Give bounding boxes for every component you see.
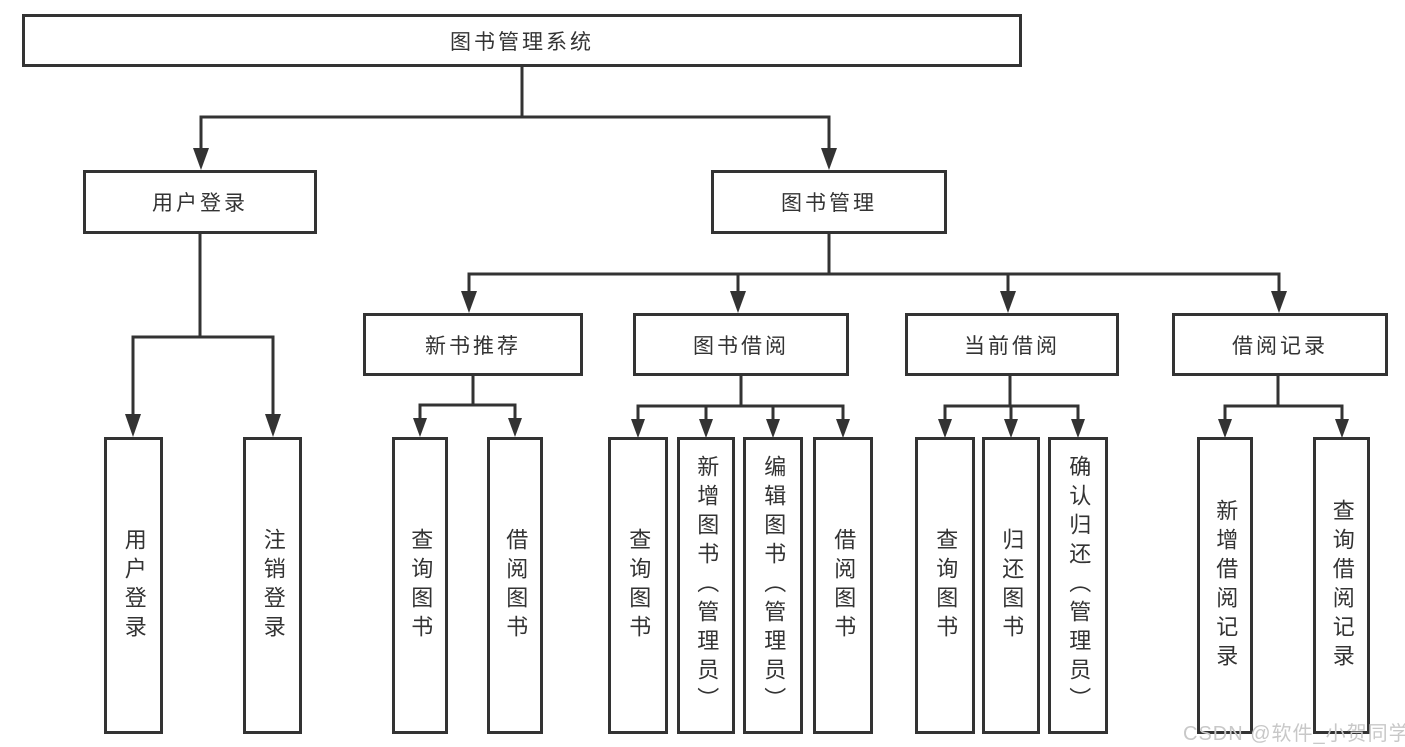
node-current-borrowing-label: 当前借阅 [964,334,1060,358]
leaf-bb-query-books-label: 查询图书 [626,527,652,644]
leaf-bb-borrow-books: 借阅图书 [813,437,873,734]
leaf-cb-confirm-return-admin: 确认归还（管理员） [1048,437,1108,734]
tree-edges [131,67,1344,421]
leaf-br-add-record-label: 新增借阅记录 [1213,498,1239,673]
leaf-nb-borrow-books: 借阅图书 [487,437,543,734]
node-book-management: 图书管理 [711,170,947,234]
node-root: 图书管理系统 [22,14,1022,67]
leaf-br-query-record-label: 查询借阅记录 [1329,498,1355,673]
leaf-nb-borrow-books-label: 借阅图书 [503,527,529,644]
node-user-login-label: 用户登录 [152,192,248,215]
node-borrowing-records: 借阅记录 [1172,313,1388,376]
leaf-nb-query-books-label: 查询图书 [408,527,434,644]
node-book-borrowing: 图书借阅 [633,313,849,376]
leaf-br-add-record: 新增借阅记录 [1197,437,1253,734]
leaf-bb-borrow-books-label: 借阅图书 [831,527,857,644]
leaf-bb-add-books-admin: 新增图书（管理员） [677,437,735,734]
node-book-management-label: 图书管理 [781,192,877,215]
leaf-bb-add-books-admin-label: 新增图书（管理员） [694,455,720,716]
node-user-login: 用户登录 [83,170,317,234]
leaf-br-query-record: 查询借阅记录 [1313,437,1370,734]
leaf-logout: 注销登录 [243,437,302,734]
leaf-cb-return-books-label: 归还图书 [999,527,1025,644]
arrow-heads [125,148,1349,438]
leaf-user-login-label: 用户登录 [121,527,147,644]
node-root-label: 图书管理系统 [450,30,594,54]
leaf-cb-query-books: 查询图书 [915,437,975,734]
leaf-bb-edit-books-admin: 编辑图书（管理员） [743,437,803,734]
node-borrowing-records-label: 借阅记录 [1232,334,1328,358]
leaf-bb-query-books: 查询图书 [608,437,668,734]
node-current-borrowing: 当前借阅 [905,313,1119,376]
leaf-bb-edit-books-admin-label: 编辑图书（管理员） [761,455,787,716]
leaf-cb-return-books: 归还图书 [982,437,1040,734]
watermark: CSDN @软件_小贺同学 [1183,723,1405,745]
leaf-user-login: 用户登录 [104,437,163,734]
node-book-borrowing-label: 图书借阅 [693,334,789,358]
node-new-book-recommend-label: 新书推荐 [425,334,521,358]
leaf-nb-query-books: 查询图书 [392,437,448,734]
leaf-logout-label: 注销登录 [260,527,286,644]
leaf-cb-query-books-label: 查询图书 [933,527,959,644]
node-new-book-recommend: 新书推荐 [363,313,583,376]
leaf-cb-confirm-return-admin-label: 确认归还（管理员） [1066,455,1092,716]
